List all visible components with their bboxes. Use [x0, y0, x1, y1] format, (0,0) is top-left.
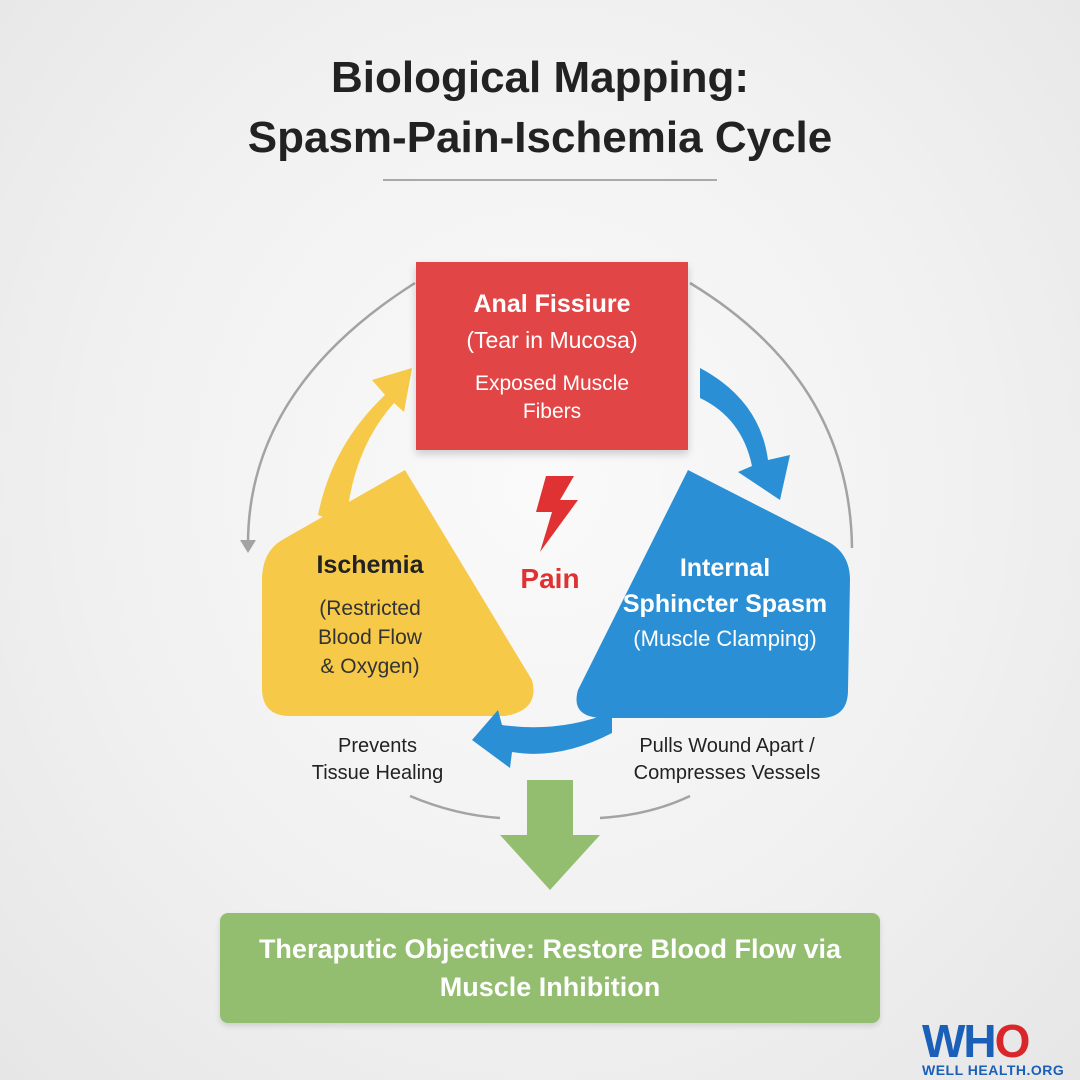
- logo-letter-w: W: [922, 1015, 965, 1067]
- title-divider: [383, 179, 717, 181]
- note-prevents-healing: Prevents Tissue Healing: [290, 733, 465, 787]
- pain-label: Pain: [520, 563, 580, 594]
- green-down-arrow: [500, 780, 600, 890]
- ischemia-subheading: (Restricted Blood Flow & Oxygen): [270, 594, 470, 681]
- logo-letter-h: H: [963, 1015, 996, 1067]
- logo-letter-o: O: [994, 1015, 1031, 1067]
- note-left-line-2: Tissue Healing: [311, 762, 444, 784]
- spasm-heading-line-1: Internal: [679, 554, 771, 582]
- fissure-detail-line-1: Exposed Muscle: [474, 372, 630, 395]
- ischemia-shape: [262, 470, 534, 716]
- fissure-heading: Anal Fissiure: [473, 290, 631, 318]
- spasm-heading-line-2: Sphincter Spasm: [622, 590, 828, 618]
- ischemia-sub-line-3: & Oxygen): [320, 655, 420, 678]
- outer-arc-right: [689, 281, 854, 549]
- note-left-line-1: Prevents: [338, 735, 417, 757]
- arrow-ischemia-to-fissure: [318, 368, 412, 525]
- note-right-line-1: Pulls Wound Apart /: [639, 735, 815, 757]
- ischemia-heading: Ischemia: [316, 551, 424, 579]
- fissure-detail-line-2: Fibers: [522, 400, 582, 423]
- fissure-detail: Exposed Muscle Fibers: [416, 370, 688, 426]
- ischemia-sub-line-1: (Restricted: [319, 597, 421, 620]
- therapeutic-objective-box: Theraputic Objective: Restore Blood Flow…: [220, 913, 880, 1023]
- fissure-subheading: (Tear in Mucosa): [466, 327, 638, 353]
- well-health-logo: WHO WELL HEALTH.ORG: [918, 1016, 1078, 1078]
- title-line-2: Spasm-Pain-Ischemia Cycle: [247, 113, 833, 162]
- title-line-1: Biological Mapping:: [331, 53, 749, 102]
- objective-text: Theraputic Objective: Restore Blood Flow…: [258, 934, 842, 1002]
- note-pulls-wound: Pulls Wound Apart / Compresses Vessels: [612, 733, 842, 787]
- arrow-fissure-to-spasm: [700, 368, 790, 500]
- ischemia-sub-line-2: Blood Flow: [318, 626, 422, 649]
- logo-wordmark: WHO: [922, 1015, 1031, 1067]
- outer-arc-bottom-right: [599, 794, 691, 820]
- arrow-spasm-to-ischemia: [472, 710, 612, 768]
- logo-tagline: WELL HEALTH.ORG: [922, 1062, 1065, 1078]
- outer-arc-left-arrowhead: [240, 540, 256, 553]
- outer-arc-bottom-left: [409, 794, 501, 820]
- ischemia-label: Ischemia (Restricted Blood Flow & Oxygen…: [270, 548, 470, 681]
- lightning-bolt-icon: [536, 476, 578, 552]
- page-title: Biological Mapping: Spasm-Pain-Ischemia …: [0, 48, 1080, 168]
- outer-arc-left: [246, 281, 416, 549]
- spasm-subheading: (Muscle Clamping): [633, 626, 817, 651]
- spasm-shape: [576, 470, 850, 718]
- note-right-line-2: Compresses Vessels: [633, 762, 821, 784]
- spasm-label: Internal Sphincter Spasm (Muscle Clampin…: [595, 550, 855, 656]
- anal-fissure-box: Anal Fissiure (Tear in Mucosa) Exposed M…: [416, 262, 688, 450]
